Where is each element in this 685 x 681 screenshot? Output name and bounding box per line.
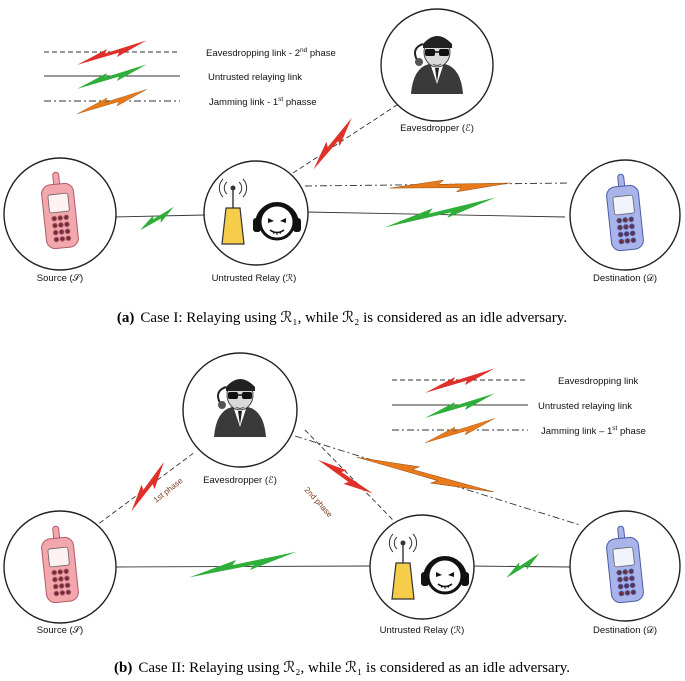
lightning-icon	[382, 197, 498, 228]
lightning-icon	[389, 174, 511, 198]
eavesdropper-label: Eavesdropper (ℰ)	[400, 123, 474, 134]
legend-a: Eavesdropping link - 2nd phase Untrusted…	[44, 40, 336, 115]
legend-item: Eavesdropping link - 2nd phase	[206, 47, 336, 59]
lightning-icon	[356, 443, 495, 506]
link-eavesdropping-2	[304, 429, 394, 521]
phase-label-2: 2nd phase	[303, 485, 335, 519]
legend-item: Jamming link - 1st phasse	[209, 96, 317, 108]
link-jamming	[304, 182, 571, 187]
legend-item: Untrusted relaying link	[208, 72, 302, 83]
destination-label: Destination (𝒟)	[593, 625, 657, 636]
diagram-a: Source (𝒮) Untrusted Relay (ℛ) Eavesdrop…	[3, 8, 681, 326]
relay-label: Untrusted Relay (ℛ)	[212, 273, 297, 284]
lightning-icon	[317, 449, 373, 505]
source-label: Source (𝒮)	[37, 625, 83, 636]
legend-item: Eavesdropping link	[558, 376, 639, 387]
eavesdropper-label: Eavesdropper (ℰ)	[203, 475, 277, 486]
link-jamming	[294, 435, 581, 526]
legend-b: Eavesdropping link Untrusted relaying li…	[392, 368, 646, 444]
lightning-icon	[136, 206, 178, 231]
caption-b: (b)Case II: Relaying using ℛ₂, while ℛ₁ …	[114, 660, 570, 676]
lightning-icon	[502, 553, 544, 579]
legend-item: Untrusted relaying link	[538, 401, 632, 412]
source-label: Source (𝒮)	[37, 273, 83, 284]
lightning-icon	[187, 551, 298, 578]
link-eavesdropping	[292, 102, 401, 174]
relay-label: Untrusted Relay (ℛ)	[380, 625, 465, 636]
caption-a: (a)Case I: Relaying using ℛ₁, while ℛ₂ i…	[117, 310, 567, 326]
lightning-icon	[303, 117, 362, 170]
legend-item: Jamming link – 1st phase	[541, 425, 646, 437]
diagram-b: 1st phase 2nd phase Eavesdropper (ℰ) Sou…	[3, 352, 681, 676]
destination-label: Destination (𝒟)	[593, 273, 657, 284]
link-eavesdropping-1	[92, 451, 196, 529]
